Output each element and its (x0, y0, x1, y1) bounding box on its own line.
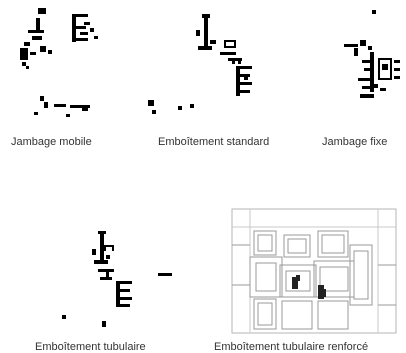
jambage-fixe-profile-image (310, 0, 406, 120)
caption-emboitement-tubulaire-renforce: Emboîtement tubulaire renforcé (214, 341, 369, 353)
jambage-mobile-profile-image (0, 0, 130, 120)
caption-jambage-mobile: Jambage mobile (11, 136, 92, 148)
gallery-item-jambage-mobile[interactable]: Jambage mobile (0, 0, 130, 160)
emboitement-tubulaire-profile-image (0, 205, 210, 335)
emboitement-standard-profile-image (140, 0, 310, 120)
caption-emboitement-tubulaire: Emboîtement tubulaire (35, 341, 146, 353)
caption-emboitement-standard: Emboîtement standard (158, 136, 270, 148)
gallery-item-emboitement-tubulaire[interactable]: Emboîtement tubulaire (0, 205, 210, 353)
gallery-item-emboitement-standard[interactable]: Emboîtement standard (140, 0, 310, 160)
caption-jambage-fixe: Jambage fixe (322, 136, 388, 148)
gallery-item-emboitement-tubulaire-renforce[interactable]: Emboîtement tubulaire renforcé (210, 205, 406, 353)
emboitement-tubulaire-renforce-profile-image (210, 205, 406, 335)
gallery-item-jambage-fixe[interactable]: Jambage fixe (310, 0, 406, 160)
